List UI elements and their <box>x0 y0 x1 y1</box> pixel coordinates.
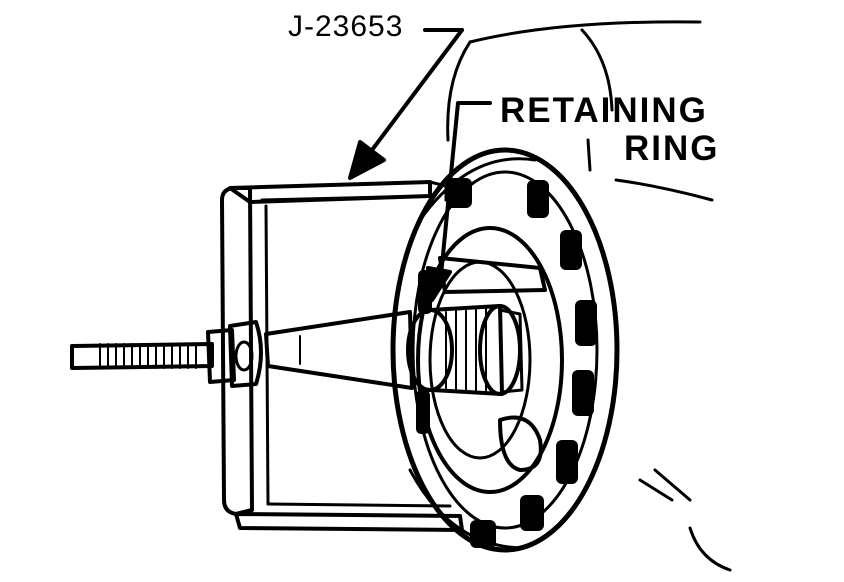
housing-outline <box>446 20 732 572</box>
retaining-ring-label-line2: RING <box>624 129 720 168</box>
tool-number-label: J-23653 <box>288 10 404 43</box>
puller-frame <box>220 180 464 532</box>
splined-shaft <box>406 304 524 396</box>
ring-leader <box>426 101 492 302</box>
adapter-cone <box>264 310 414 390</box>
retaining-ring-label-line1: RETAINING <box>500 91 708 130</box>
hub-disc <box>390 147 620 553</box>
forcing-screw <box>70 320 263 388</box>
tool-leader <box>348 28 464 180</box>
